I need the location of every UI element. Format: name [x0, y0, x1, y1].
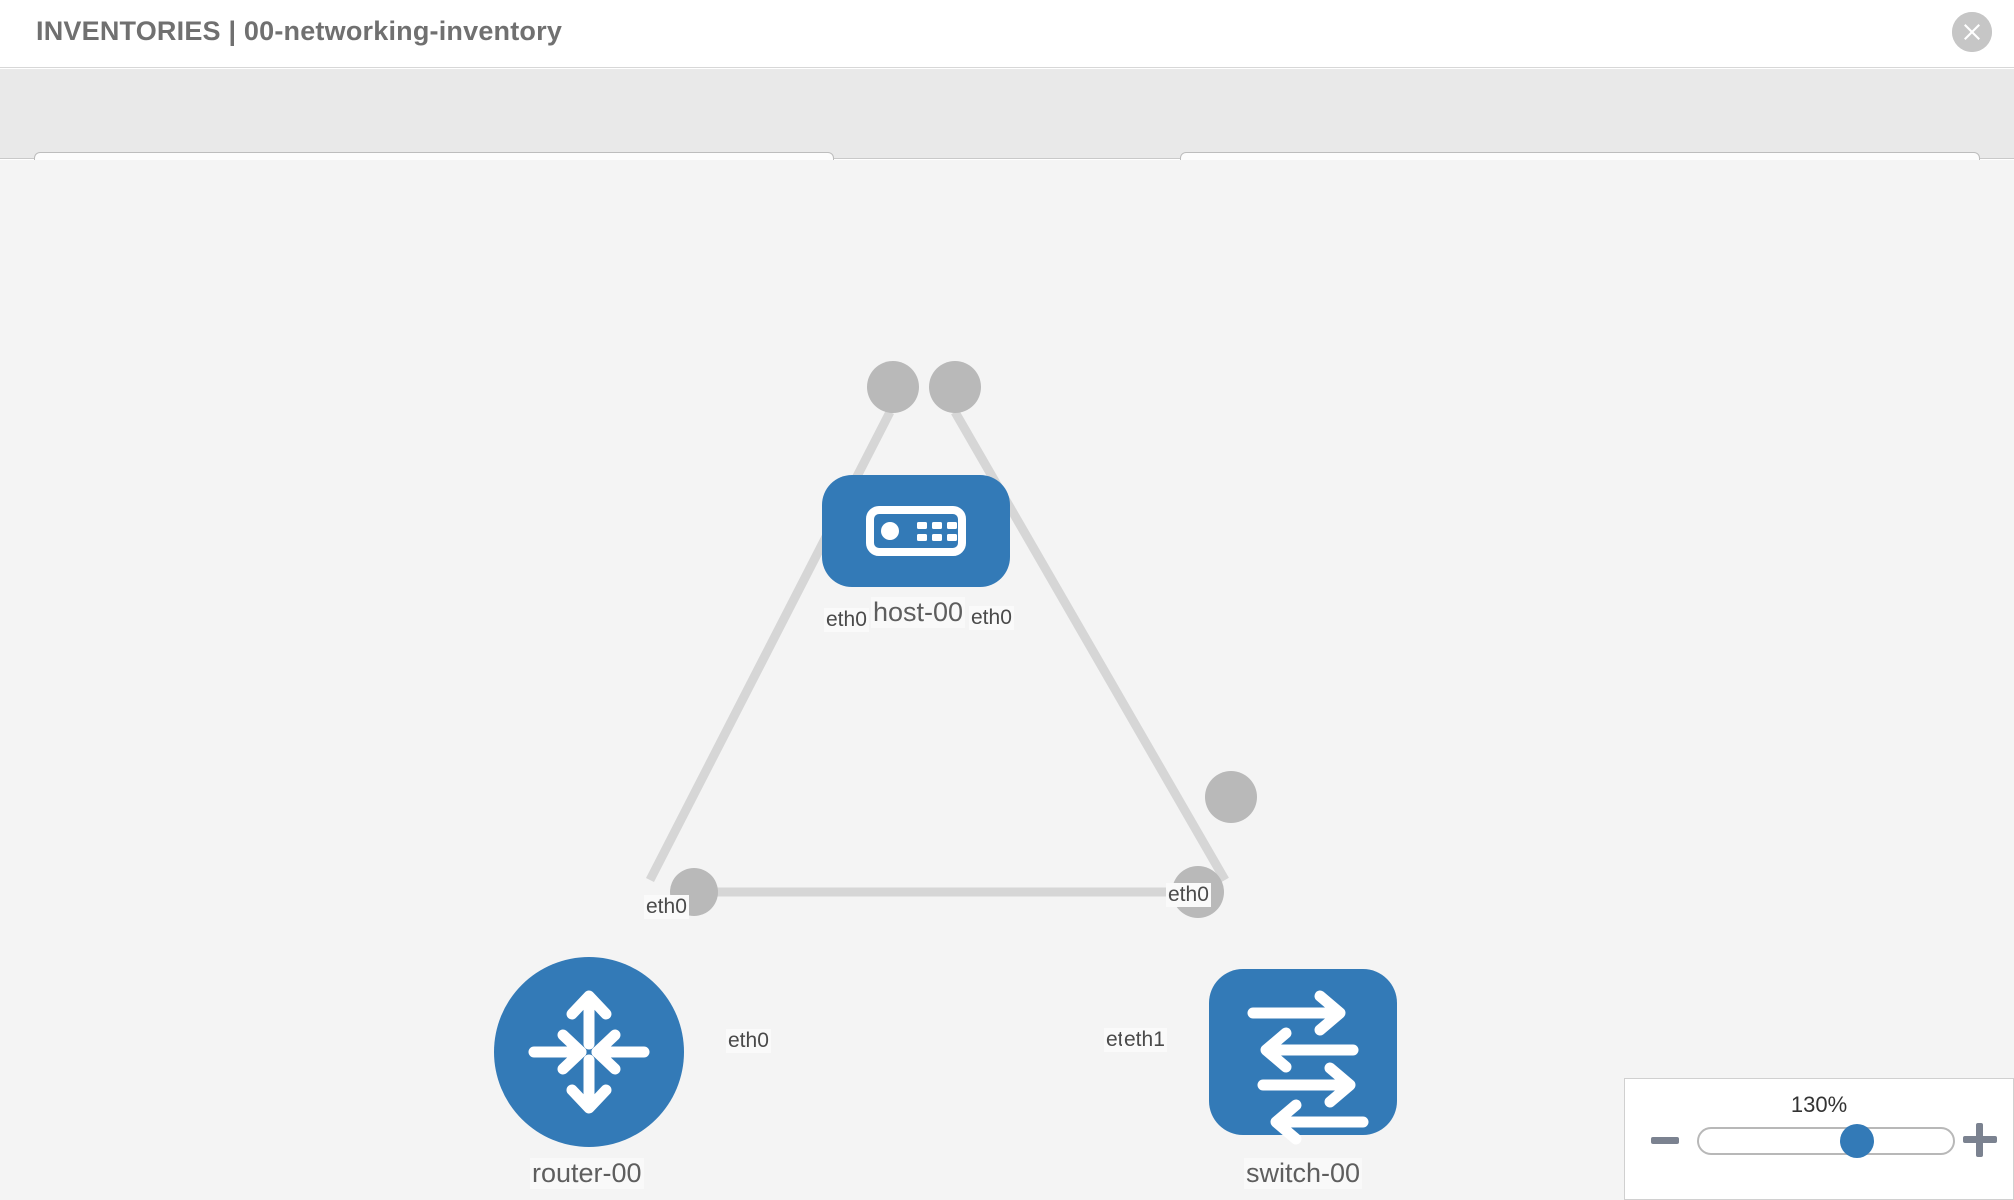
- zoom-slider[interactable]: [1697, 1124, 1955, 1158]
- connector-host-right: [929, 361, 981, 413]
- node-label-switch: switch-00: [1244, 1158, 1363, 1189]
- edge-label: eth1: [1122, 1028, 1167, 1052]
- zoom-slider-thumb[interactable]: [1840, 1124, 1874, 1158]
- zoom-control-panel: 130%: [1624, 1078, 2014, 1200]
- edge-label: eth0: [969, 606, 1014, 630]
- edge-label: eth0: [1166, 883, 1211, 907]
- zoom-in-button[interactable]: [1963, 1123, 1997, 1157]
- topology-canvas[interactable]: eth0 eth0 eth0 eth0 eth0 eth1 eth0 host-…: [0, 160, 2014, 1200]
- router-icon: [528, 990, 650, 1114]
- node-router-00[interactable]: [494, 957, 684, 1147]
- edge-label: eth0: [644, 895, 689, 919]
- topology-graph: [494, 361, 1397, 1147]
- node-switch-00[interactable]: [1209, 969, 1397, 1145]
- edge-label: eth0: [726, 1029, 771, 1053]
- node-host-00[interactable]: [822, 475, 1010, 587]
- connector-host-left: [867, 361, 919, 413]
- page-header: INVENTORIES | 00-networking-inventory: [0, 0, 2014, 68]
- close-icon[interactable]: [1952, 12, 1992, 52]
- node-label-host: host-00: [871, 597, 966, 628]
- page-title: INVENTORIES | 00-networking-inventory: [36, 16, 563, 46]
- connector-switch-nw: [1205, 771, 1257, 823]
- zoom-out-button[interactable]: [1651, 1137, 1679, 1144]
- toolbar: ACTIONS SEARCH: [0, 69, 2014, 208]
- server-icon: [866, 506, 966, 556]
- topology-connectors: [670, 361, 1257, 918]
- edge-label: eth0: [824, 608, 869, 632]
- zoom-level-value: 130%: [1790, 1092, 1848, 1117]
- switch-icon: [1247, 990, 1369, 1145]
- node-label-router: router-00: [530, 1158, 644, 1189]
